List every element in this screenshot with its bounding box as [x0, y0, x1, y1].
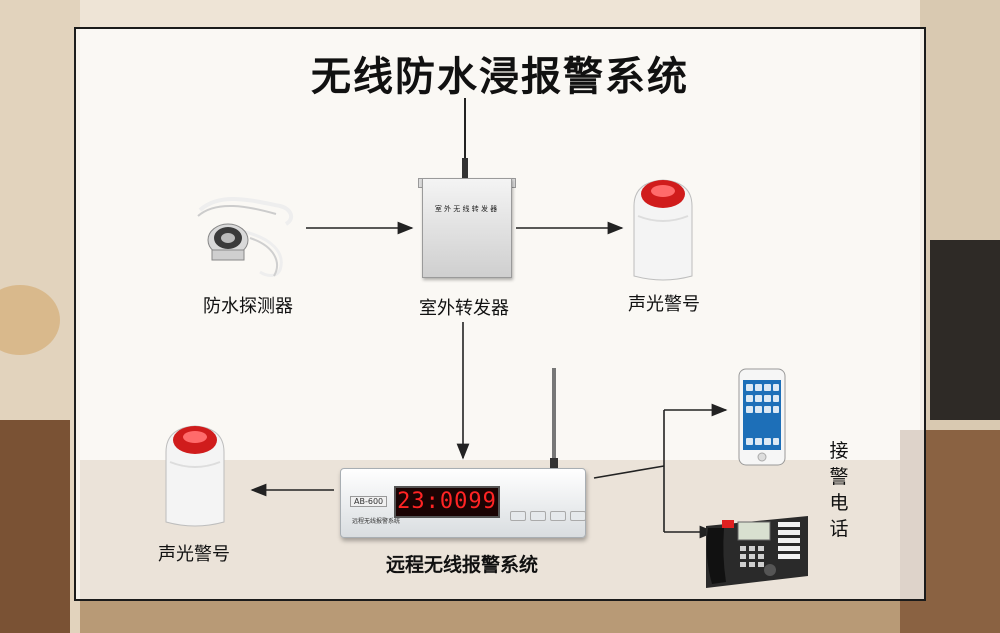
antenna-box-icon — [458, 98, 472, 180]
phone-label: 接警电话 — [826, 438, 852, 542]
repeater-box — [422, 178, 512, 278]
siren-top-label: 声光警号 — [614, 290, 714, 316]
strobe-siren-icon — [628, 176, 698, 284]
siren-left-label: 声光警号 — [142, 540, 246, 566]
arrow-controller-branch — [594, 466, 664, 478]
controller-name: 远程无线报警系统 — [352, 516, 400, 525]
controller-model: AB-600 — [350, 496, 387, 507]
strobe-siren-icon — [160, 422, 230, 530]
repeater-box-text: 室 外 无 线 转 发 器 — [424, 204, 508, 214]
desk-phone-icon — [702, 506, 812, 590]
controller-label: 远程无线报警系统 — [356, 550, 568, 577]
controller-buttons — [510, 506, 590, 525]
controller-antenna-icon — [548, 368, 560, 470]
water-sensor-icon — [190, 192, 300, 282]
repeater-label: 室外转发器 — [404, 294, 524, 320]
detector-label: 防水探测器 — [192, 292, 304, 318]
controller-display: 23:0099 — [394, 486, 500, 518]
smartphone-icon — [738, 368, 786, 466]
